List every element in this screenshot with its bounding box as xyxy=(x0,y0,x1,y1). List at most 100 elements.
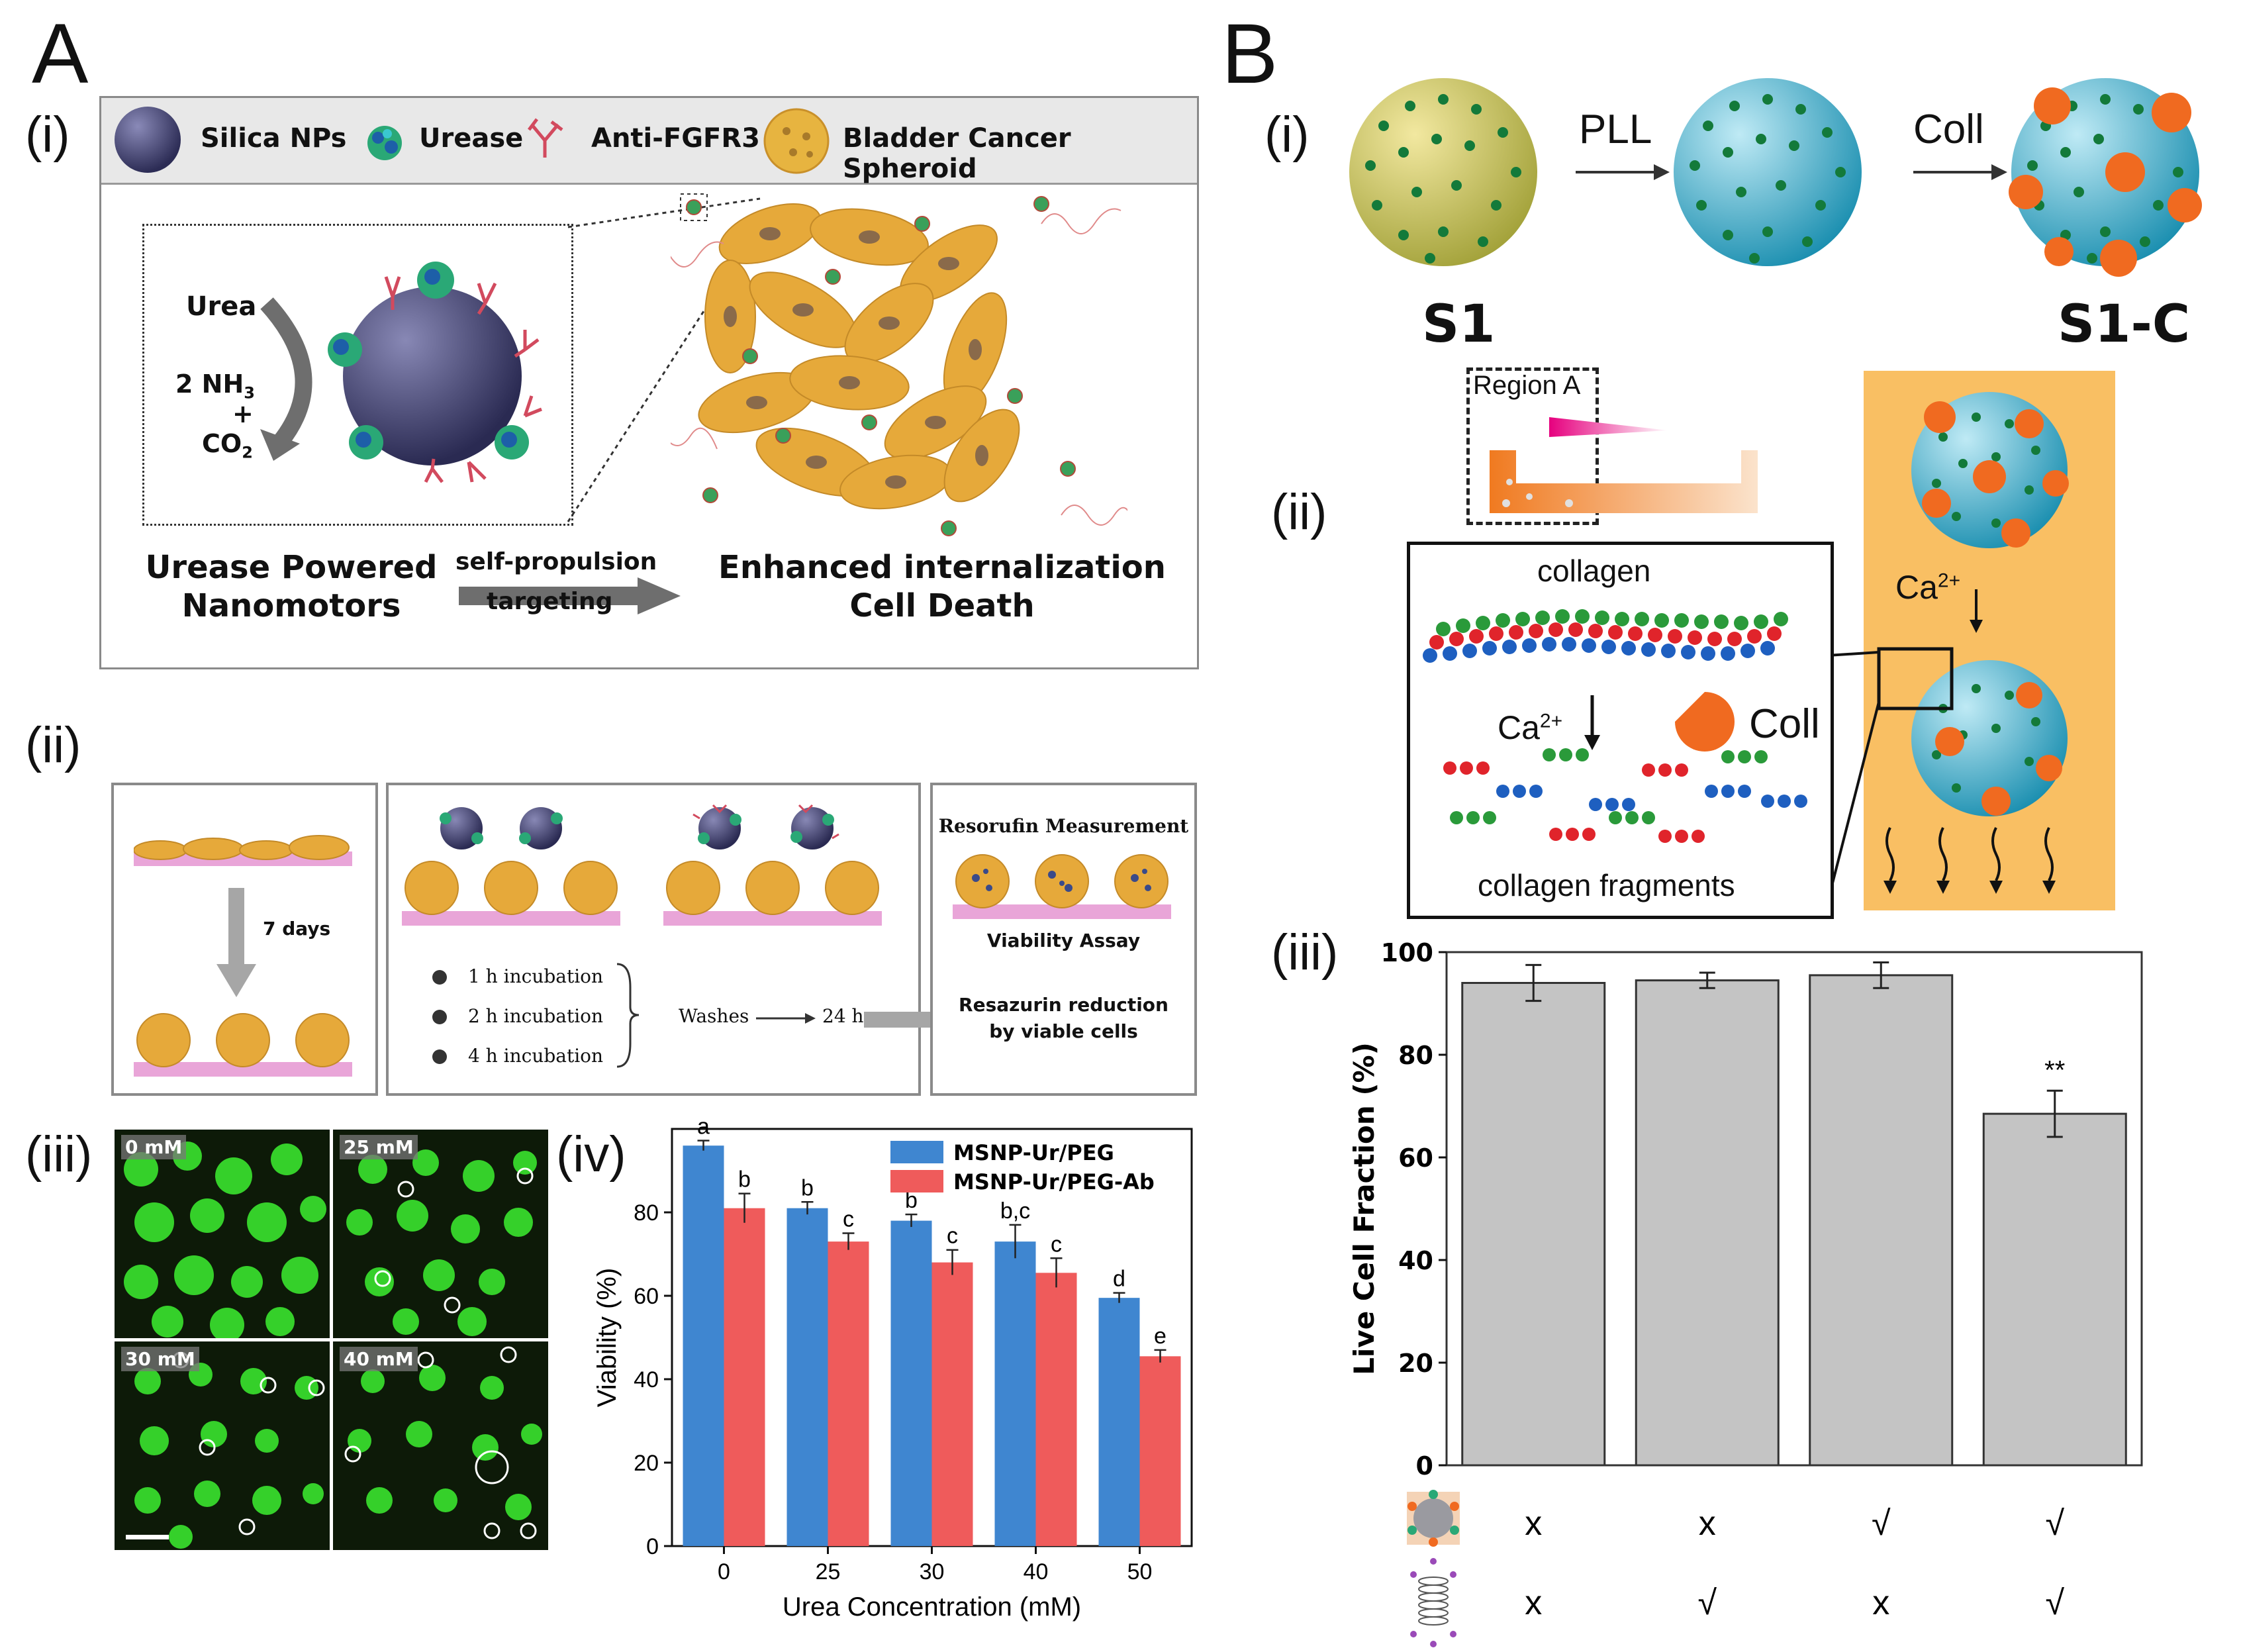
y-tick-label: 80 xyxy=(634,1200,659,1226)
bar xyxy=(890,1220,932,1546)
micrograph-25mM: 25 mM xyxy=(333,1130,548,1338)
collagen-label: collagen xyxy=(1537,554,1651,588)
x-tick-label: 25 xyxy=(816,1559,841,1584)
cells-image xyxy=(124,1142,326,1338)
subpanel-label-b-iii: (iii) xyxy=(1271,924,1339,981)
plus-label: + xyxy=(232,399,254,428)
label-0mM: 0 mM xyxy=(121,1135,187,1159)
particle-functionalization xyxy=(1349,78,2202,277)
significance-letter: b xyxy=(905,1188,918,1213)
significance-letter: c xyxy=(947,1224,958,1249)
gradient-channel xyxy=(1490,417,1758,513)
plot-frame xyxy=(1445,951,2143,1467)
antibody-icon xyxy=(528,118,563,158)
significance-letter: a xyxy=(697,1119,710,1140)
bar xyxy=(1809,974,1954,1467)
legend-swatch xyxy=(890,1141,943,1163)
icon-dot xyxy=(1450,1526,1459,1535)
significance-letter: b xyxy=(738,1167,751,1192)
subpanel-label-a-iii: (iii) xyxy=(25,1126,93,1183)
y-tick-label: 40 xyxy=(634,1367,659,1392)
y-tick-label: 0 xyxy=(646,1534,659,1559)
icon-coil xyxy=(1418,1584,1449,1594)
coll-label: Coll xyxy=(1913,107,1984,152)
s1c-label: S1-C xyxy=(2058,295,2191,354)
legend-anti-fgfr3: Anti-FGFR3 xyxy=(591,123,760,154)
urea-label: Urea xyxy=(186,291,257,322)
bar xyxy=(683,1145,724,1546)
micrograph-0mM: 0 mM xyxy=(115,1130,330,1338)
particle-row-icon xyxy=(1407,1490,1460,1547)
bar xyxy=(994,1241,1036,1546)
y-tick-label: 20 xyxy=(634,1451,659,1476)
icon-arrowhead xyxy=(1430,1558,1437,1565)
significance-letter: e xyxy=(1154,1324,1167,1349)
bullet-icons xyxy=(432,970,447,1064)
bar xyxy=(1139,1356,1181,1546)
release-illustration xyxy=(1877,392,2069,894)
icon-arrowhead xyxy=(1410,1631,1417,1637)
bar xyxy=(1035,1273,1077,1546)
incubation-1h: 1 h incubation xyxy=(468,965,604,987)
icon-arrowhead xyxy=(1450,1571,1456,1578)
treatment-illustration xyxy=(402,804,882,926)
y-axis-label: Live Cell Fraction (%) xyxy=(1348,1042,1380,1375)
significance-letter: d xyxy=(1113,1267,1125,1292)
collagen-illustration xyxy=(1423,609,1807,843)
bar xyxy=(724,1208,765,1546)
ca-right-label: Ca2+ xyxy=(1895,569,1961,606)
y-tick-label: 40 xyxy=(1398,1246,1433,1275)
icon-arrowhead xyxy=(1430,1641,1437,1647)
nh3-label: 2 NH3 xyxy=(175,369,255,403)
nanomotor-illustration xyxy=(328,262,542,483)
micrograph-40mM: 40 mM xyxy=(333,1341,548,1550)
pll-label: PLL xyxy=(1579,107,1652,152)
x-axis-label: Urea Concentration (mM) xyxy=(783,1592,1081,1622)
collagen-fragments-label: collagen fragments xyxy=(1478,868,1735,902)
x-tick-label: 40 xyxy=(1024,1559,1049,1584)
row1-mark: x xyxy=(1699,1504,1716,1543)
legend-bar: Silica NPs Urease Anti-FGFR3 Bladder Can… xyxy=(101,98,1197,185)
spheroid-row-illustration xyxy=(134,1013,352,1077)
significance-letter: b,c xyxy=(1000,1198,1030,1224)
icon-coil xyxy=(1418,1577,1449,1586)
y-tick-label: 80 xyxy=(1398,1041,1433,1070)
icon-coil xyxy=(1418,1600,1449,1610)
reaction-arrow-icon xyxy=(260,297,312,461)
row1-mark: x xyxy=(1525,1504,1542,1543)
collagen-row-icon xyxy=(1410,1558,1456,1647)
row2-mark: √ xyxy=(2045,1584,2064,1622)
region-a-label: Region A xyxy=(1473,371,1581,400)
incubation-2h: 2 h incubation xyxy=(468,1005,604,1027)
s1-label: S1 xyxy=(1422,295,1496,354)
significance-letter: b xyxy=(801,1175,814,1200)
icon-coil xyxy=(1418,1592,1449,1602)
label-30mM: 30 mM xyxy=(121,1347,199,1371)
subpanel-label-a-ii: (ii) xyxy=(25,717,81,773)
legend-urease: Urease xyxy=(419,123,524,154)
x-tick-label: 30 xyxy=(920,1559,945,1584)
bar xyxy=(828,1241,869,1546)
self-propulsion-label: self-propulsion xyxy=(455,548,657,575)
collagen-inset xyxy=(1407,542,1834,919)
co2-label: CO2 xyxy=(202,429,253,462)
bar xyxy=(1982,1112,2127,1467)
icon-arrowhead xyxy=(1410,1571,1417,1578)
step-measurement-box: Resorufin Measurement Viability Assay Re… xyxy=(930,783,1197,1096)
y-tick-label: 60 xyxy=(634,1284,659,1309)
bar xyxy=(1635,979,1780,1467)
row2-mark: x xyxy=(1525,1584,1542,1622)
subpanel-label-a-i: (i) xyxy=(25,107,70,163)
legend-swatch xyxy=(890,1170,943,1192)
legend-label: MSNP-Ur/PEG xyxy=(953,1140,1114,1165)
targeting-label: targeting xyxy=(487,588,613,615)
legend-spheroid: Bladder Cancer Spheroid xyxy=(843,123,1071,184)
coll-inset-label: Coll xyxy=(1749,701,1820,747)
monolayer-illustration xyxy=(134,835,352,866)
measurement-illustration xyxy=(953,854,1171,919)
icon-arrowhead xyxy=(1450,1631,1456,1637)
incubation-4h: 4 h incubation xyxy=(468,1045,604,1067)
